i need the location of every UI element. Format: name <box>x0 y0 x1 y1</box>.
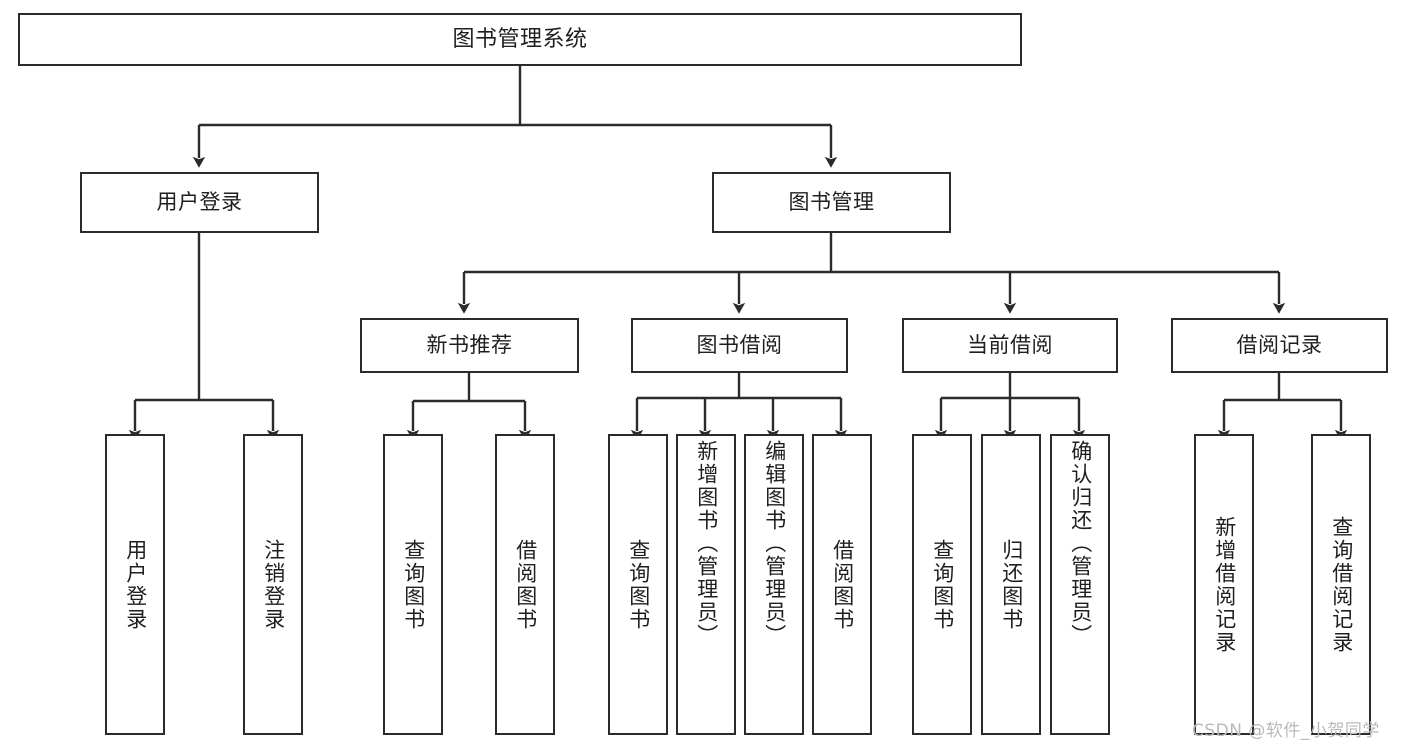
node-user-login[interactable]: 用户登录 <box>80 172 319 233</box>
leaf-borrow-borrow-book[interactable]: 借阅图书 <box>812 434 872 735</box>
leaf-borrow-add-book-label: 新增图书（管理员） <box>694 440 719 647</box>
leaf-user-login-login-label: 用户登录 <box>123 538 148 631</box>
node-new-book-recommend-label: 新书推荐 <box>426 333 513 358</box>
leaf-borrow-borrow-book-label: 借阅图书 <box>830 538 855 631</box>
leaf-new-book-borrow[interactable]: 借阅图书 <box>495 434 555 735</box>
leaf-record-add[interactable]: 新增借阅记录 <box>1194 434 1254 735</box>
leaf-current-query-book-label: 查询图书 <box>930 538 955 631</box>
leaf-borrow-edit-book[interactable]: 编辑图书（管理员） <box>744 434 804 735</box>
leaf-borrow-edit-book-label: 编辑图书（管理员） <box>762 440 787 647</box>
leaf-new-book-borrow-label: 借阅图书 <box>513 538 538 631</box>
leaf-current-return-book-label: 归还图书 <box>999 538 1024 631</box>
leaf-current-confirm-return-label: 确认归还（管理员） <box>1068 440 1093 647</box>
node-book-management[interactable]: 图书管理 <box>712 172 951 233</box>
leaf-record-add-label: 新增借阅记录 <box>1212 515 1237 654</box>
leaf-borrow-query-book-label: 查询图书 <box>626 538 651 631</box>
leaf-new-book-query-label: 查询图书 <box>401 538 426 631</box>
node-user-login-label: 用户登录 <box>156 190 243 215</box>
node-book-management-label: 图书管理 <box>788 190 875 215</box>
node-root[interactable]: 图书管理系统 <box>18 13 1022 66</box>
leaf-user-login-logout-label: 注销登录 <box>261 538 286 631</box>
node-root-label: 图书管理系统 <box>452 26 588 52</box>
leaf-current-query-book[interactable]: 查询图书 <box>912 434 972 735</box>
node-book-borrow-label: 图书借阅 <box>696 333 783 358</box>
node-current-borrow[interactable]: 当前借阅 <box>902 318 1118 373</box>
leaf-new-book-query[interactable]: 查询图书 <box>383 434 443 735</box>
leaf-current-confirm-return[interactable]: 确认归还（管理员） <box>1050 434 1110 735</box>
node-book-borrow[interactable]: 图书借阅 <box>631 318 848 373</box>
leaf-user-login-logout[interactable]: 注销登录 <box>243 434 303 735</box>
node-borrow-record[interactable]: 借阅记录 <box>1171 318 1388 373</box>
leaf-user-login-login[interactable]: 用户登录 <box>105 434 165 735</box>
node-current-borrow-label: 当前借阅 <box>967 333 1053 358</box>
leaf-borrow-add-book[interactable]: 新增图书（管理员） <box>676 434 736 735</box>
leaf-borrow-query-book[interactable]: 查询图书 <box>608 434 668 735</box>
leaf-record-query[interactable]: 查询借阅记录 <box>1311 434 1371 735</box>
csdn-watermark: CSDN @软件_小贺同学 <box>1192 721 1380 741</box>
leaf-current-return-book[interactable]: 归还图书 <box>981 434 1041 735</box>
node-new-book-recommend[interactable]: 新书推荐 <box>360 318 579 373</box>
leaf-record-query-label: 查询借阅记录 <box>1329 515 1354 654</box>
node-borrow-record-label: 借阅记录 <box>1236 333 1323 358</box>
